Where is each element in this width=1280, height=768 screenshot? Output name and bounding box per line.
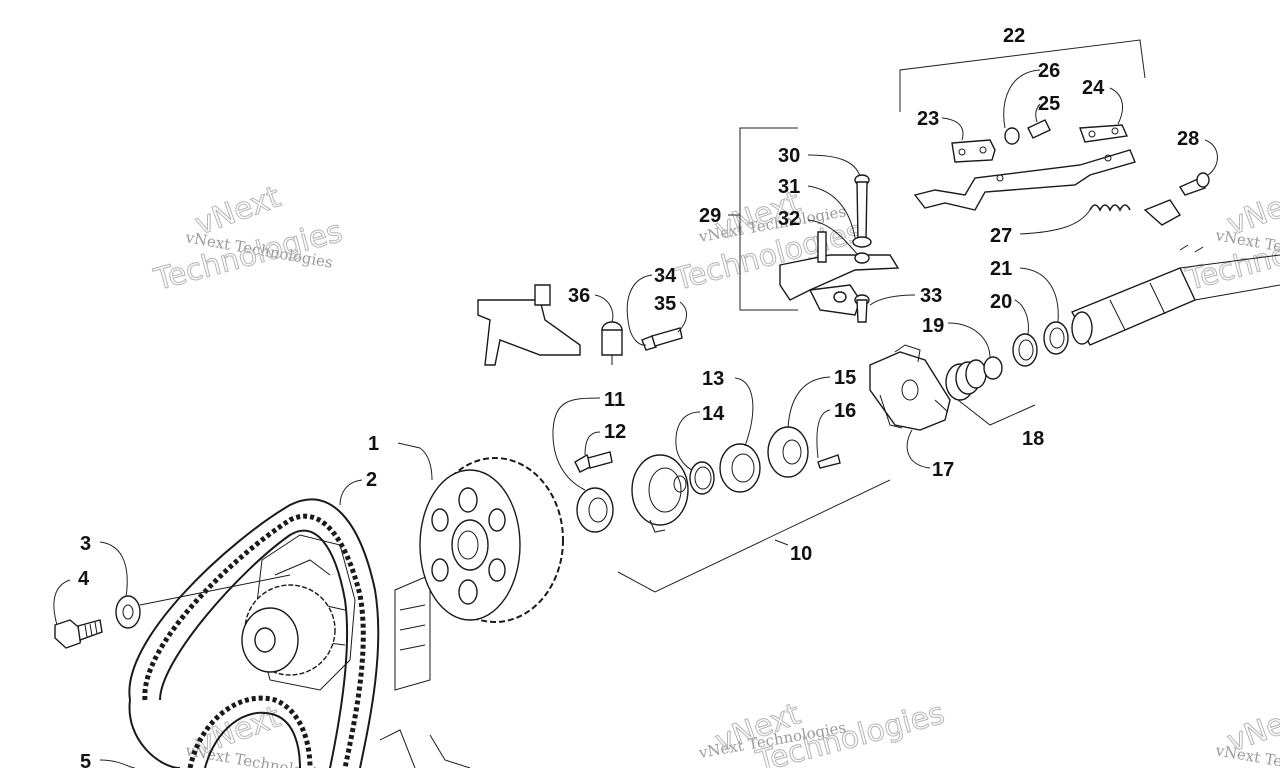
callout-11: 11 — [604, 389, 625, 411]
watermark-text: vNext — [1223, 180, 1280, 243]
callout-14: 14 — [702, 403, 725, 425]
mounting-bracket — [477, 284, 581, 366]
timing-belt — [128, 498, 380, 768]
lever-bracket-22 — [913, 149, 1136, 211]
callout-labels: 1 2 3 4 5 10 11 12 13 14 15 16 17 18 19 … — [78, 25, 1199, 768]
bearing-housing — [631, 454, 689, 533]
sensor-36 — [601, 321, 623, 365]
leader-lines — [53, 39, 1218, 768]
advance-plate — [779, 231, 900, 316]
callout-4: 4 — [78, 568, 90, 590]
callout-28: 28 — [1177, 128, 1199, 150]
bolt-33 — [854, 294, 870, 323]
callout-19: 19 — [922, 315, 944, 337]
callout-26: 26 — [1038, 60, 1060, 82]
callout-12: 12 — [604, 421, 626, 443]
callout-36: 36 — [568, 285, 590, 307]
washer-21 — [1043, 321, 1069, 355]
crank-sprocket — [241, 584, 336, 676]
oil-seal-11 — [576, 487, 614, 533]
callout-15: 15 — [834, 367, 856, 389]
plate-15 — [767, 426, 809, 478]
callout-5: 5 — [80, 751, 91, 768]
nut-26 — [1004, 127, 1020, 145]
callout-35: 35 — [654, 293, 676, 315]
callout-16: 16 — [834, 400, 856, 422]
clip-28 — [1143, 172, 1210, 226]
callout-30: 30 — [778, 145, 800, 167]
callout-33: 33 — [920, 285, 942, 307]
screw-25 — [1027, 119, 1051, 139]
callout-24: 24 — [1082, 77, 1105, 99]
callout-32: 32 — [778, 208, 800, 230]
washer-31 — [852, 236, 872, 248]
watermark-group: vNext Technologies vNext Technologies vN… — [150, 179, 1280, 768]
cam-sprocket — [419, 457, 564, 623]
callout-27: 27 — [990, 225, 1012, 247]
callout-23: 23 — [917, 108, 939, 130]
lever-24 — [1079, 124, 1129, 143]
callout-21: 21 — [990, 258, 1012, 280]
spring-27 — [1089, 204, 1131, 212]
callout-34: 34 — [654, 265, 677, 287]
callout-22: 22 — [1003, 25, 1025, 47]
sprocket-bolt — [54, 619, 103, 649]
spring-19-group — [945, 356, 1003, 401]
rotor-17 — [869, 344, 951, 431]
callout-3: 3 — [80, 533, 91, 555]
callout-10: 10 — [790, 543, 812, 565]
screw-35 — [641, 327, 683, 351]
callout-17: 17 — [932, 459, 954, 481]
callout-1: 1 — [368, 433, 379, 455]
callout-18: 18 — [1022, 428, 1044, 450]
lever-23 — [951, 139, 996, 163]
bearing-20 — [1012, 333, 1038, 367]
camshaft — [1071, 244, 1280, 346]
sprocket-washer — [115, 574, 291, 629]
screw-12 — [574, 451, 613, 473]
callout-29: 29 — [699, 205, 721, 227]
callout-2: 2 — [366, 469, 377, 491]
callout-31: 31 — [778, 176, 800, 198]
screw-16 — [817, 454, 841, 469]
bearing-13 — [719, 443, 761, 493]
callout-25: 25 — [1038, 93, 1060, 115]
o-ring-14 — [689, 461, 715, 495]
callout-20: 20 — [990, 291, 1012, 313]
callout-13: 13 — [702, 368, 724, 390]
